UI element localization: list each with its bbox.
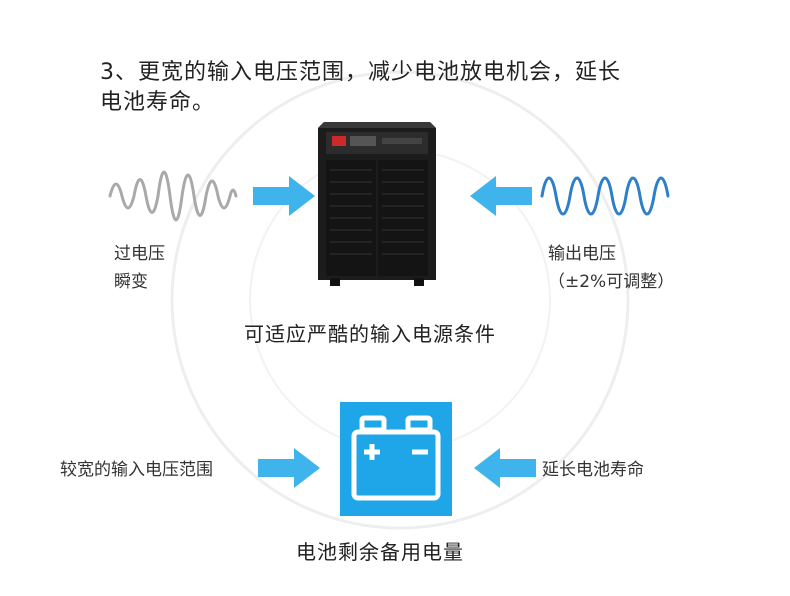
output-voltage-label: 输出电压 （±2%可调整） [548, 240, 674, 296]
wide-input-range-label: 较宽的输入电压范围 [60, 460, 213, 480]
noisy-sine-wave-icon [108, 170, 238, 222]
overvoltage-label: 过电压 瞬变 [114, 240, 165, 296]
ups-tower-icon [318, 122, 436, 286]
heading-line-1: 3、更宽的输入电压范围，减少电池放电机会，延长 [100, 60, 621, 85]
output-voltage-label-line-1: 输出电压 [548, 244, 616, 264]
right-arrow-icon [258, 448, 320, 488]
battery-icon [340, 402, 452, 516]
left-arrow-icon [470, 176, 532, 216]
input-condition-caption: 可适应严酷的输入电源条件 [244, 322, 496, 346]
clean-sine-wave-icon [540, 176, 670, 216]
battery-remaining-caption: 电池剩余备用电量 [296, 540, 464, 564]
heading-line-2: 电池寿命。 [100, 90, 216, 115]
right-arrow-icon [253, 176, 315, 216]
section-heading: 3、更宽的输入电压范围，减少电池放电机会，延长 电池寿命。 [100, 58, 700, 118]
output-voltage-label-line-2: （±2%可调整） [548, 272, 675, 292]
overvoltage-label-line-2: 瞬变 [114, 272, 148, 292]
extend-battery-life-label: 延长电池寿命 [542, 460, 644, 480]
overvoltage-label-line-1: 过电压 [114, 244, 165, 264]
left-arrow-icon [474, 448, 536, 488]
